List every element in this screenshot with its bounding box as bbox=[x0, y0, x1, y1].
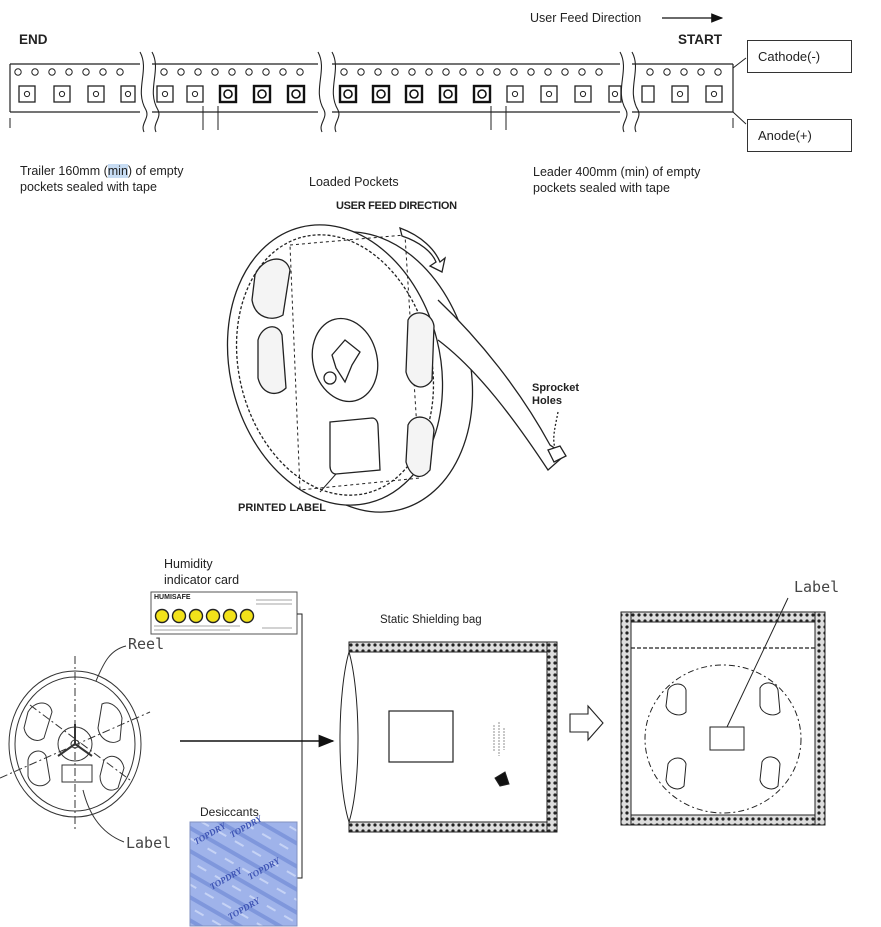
trailer-text-line2: pockets sealed with tape bbox=[20, 180, 157, 194]
empty-pocket-dots bbox=[23, 90, 718, 98]
sealed-bag bbox=[620, 597, 826, 826]
desiccant-pack: TOPDRY TOPDRY TOPDRY TOPDRY TOPDRY bbox=[189, 813, 298, 927]
static-bag-label: Static Shielding bag bbox=[380, 614, 482, 626]
printed-label-text: PRINTED LABEL bbox=[238, 502, 326, 514]
sprocket-line1: Sprocket bbox=[532, 382, 580, 394]
humidity-line2: indicator card bbox=[164, 573, 240, 587]
humidity-line1: Humidity bbox=[164, 557, 213, 571]
leader-text-line2: pockets sealed with tape bbox=[533, 181, 670, 195]
anode-callout: Anode(+) bbox=[747, 119, 852, 152]
reel-label: Reel bbox=[128, 635, 165, 653]
carrier-tape bbox=[9, 51, 734, 133]
leader-caption: Leader 400mm (min) of empty pockets seal… bbox=[533, 164, 700, 196]
sprocket-holes-label: Sprocket Holes bbox=[532, 382, 579, 408]
trailer-caption: Trailer 160mm (min) of empty pockets sea… bbox=[20, 163, 183, 195]
feed-direction-label: User Feed Direction bbox=[530, 11, 642, 25]
loaded-pockets-label: Loaded Pockets bbox=[309, 175, 399, 189]
desiccants-label: Desiccants bbox=[200, 805, 259, 819]
connector-card bbox=[297, 613, 303, 742]
tape-start-label: START bbox=[678, 32, 722, 47]
reel-tag-label: Label bbox=[126, 834, 172, 852]
trailer-text-post: ) of empty bbox=[127, 164, 184, 178]
printed-label-leader bbox=[319, 473, 337, 493]
static-shielding-bag bbox=[339, 641, 558, 833]
humidity-card-label: Humidity indicator card bbox=[164, 556, 239, 588]
humidity-indicator-card bbox=[150, 591, 298, 635]
trailer-text-highlight: min bbox=[107, 164, 128, 178]
leader-text-line1: Leader 400mm (min) of empty bbox=[533, 165, 701, 179]
connector-desiccant bbox=[296, 742, 303, 879]
humisafe-brand: HUMISAFE bbox=[154, 594, 191, 601]
reel-front-view bbox=[0, 645, 151, 843]
cathode-leader bbox=[732, 57, 747, 69]
cathode-callout: Cathode(-) bbox=[747, 40, 852, 73]
reel-3d-illustration bbox=[226, 224, 567, 513]
loaded-pocket-parts bbox=[223, 89, 487, 99]
tape-end-label: END bbox=[19, 32, 48, 47]
anode-leader bbox=[732, 111, 747, 125]
next-step-arrow bbox=[569, 704, 604, 742]
reel-feed-direction-label: USER FEED DIRECTION bbox=[336, 200, 457, 212]
sprocket-line2: Holes bbox=[532, 395, 562, 407]
sprocket-holes bbox=[14, 68, 722, 76]
bag-label-text: Label bbox=[794, 578, 840, 596]
trailer-text-pre: Trailer 160mm ( bbox=[20, 164, 108, 178]
